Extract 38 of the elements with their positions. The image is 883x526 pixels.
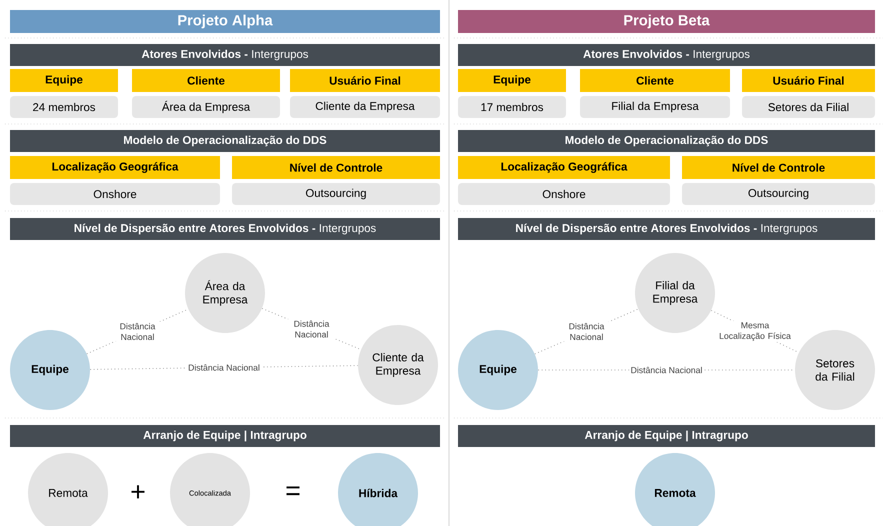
section-header: Nível de Dispersão entre Atores Envolvidos - Intergrupos [458, 218, 875, 240]
section-header: Atores Envolvidos - Intergrupos [10, 44, 440, 66]
project-header: Projeto Beta [458, 10, 875, 33]
category-cell: Cliente [132, 69, 280, 92]
edge-label: Mesma Localização Física [720, 322, 791, 341]
operator-sign: + [132, 485, 144, 498]
edge-label: Distância Nacional [631, 366, 702, 374]
section-header: Arranjo de Equipe | Intragrupo [458, 425, 875, 447]
edge-label: Distância Nacional [569, 323, 604, 340]
category-cell: Usuário Final [290, 69, 440, 92]
value-cell: 17 membros [458, 96, 566, 118]
edge-label: Distância Nacional [120, 323, 156, 340]
value-cell: Setores da Filial [742, 96, 875, 118]
value-cell: Outsourcing [682, 183, 875, 205]
value-cell: Cliente da Empresa [290, 96, 440, 118]
category-cell: Localização Geográfica [10, 156, 220, 179]
edge-label: Distância Nacional [188, 364, 260, 371]
section-header: Modelo de Operacionalização do DDS [10, 130, 440, 152]
category-cell: Localização Geográfica [458, 156, 670, 179]
value-cell: Outsourcing [232, 183, 440, 205]
operator-sign: = [286, 486, 300, 496]
section-header: Arranjo de Equipe | Intragrupo [10, 425, 440, 447]
value-cell: Filial da Empresa [580, 96, 730, 118]
value-cell: Onshore [10, 183, 220, 205]
category-cell: Equipe [458, 69, 566, 92]
category-cell: Equipe [10, 69, 118, 92]
section-header: Modelo de Operacionalização do DDS [458, 130, 875, 152]
edge-label: Distância Nacional [294, 320, 330, 338]
category-cell: Nível de Controle [232, 156, 440, 179]
value-cell: 24 membros [10, 96, 118, 118]
section-header: Atores Envolvidos - Intergrupos [458, 44, 875, 66]
project-header: Projeto Alpha [10, 10, 440, 33]
category-cell: Cliente [580, 69, 730, 92]
value-cell: Área da Empresa [132, 96, 280, 118]
category-cell: Usuário Final [742, 69, 875, 92]
section-header: Nível de Dispersão entre Atores Envolvidos - Intergrupos [10, 218, 440, 240]
value-cell: Onshore [458, 183, 670, 205]
category-cell: Nível de Controle [682, 156, 875, 179]
